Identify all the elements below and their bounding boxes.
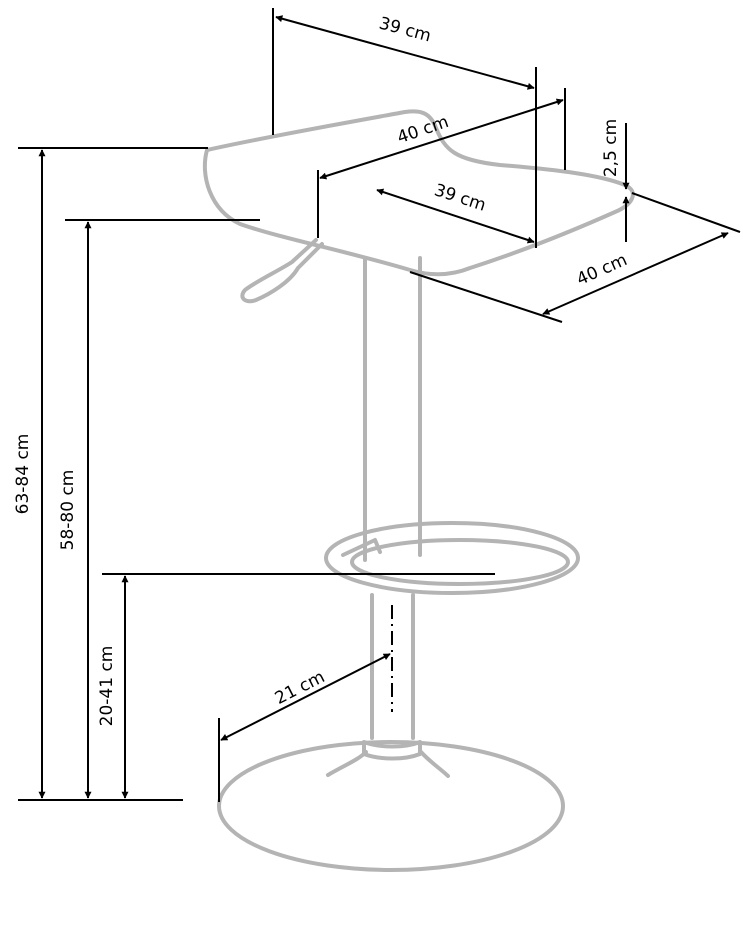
label-seat-top-height: 63-84 cm — [13, 434, 33, 515]
footrest-bracket — [341, 538, 382, 557]
dim-arrow-seat-width — [542, 232, 729, 315]
footrest-ring-outer — [324, 521, 580, 595]
dim-arrow-seat-back-depth — [275, 15, 535, 90]
column-collar — [362, 740, 422, 761]
label-seat-height: 58-80 cm — [58, 470, 78, 551]
dim-arrow-base-radius — [220, 653, 391, 741]
label-seat-width: 40 cm — [574, 250, 631, 290]
dim-arrow-seat-back-width — [319, 98, 564, 180]
stool-outline — [202, 109, 635, 872]
gas-lever — [240, 238, 324, 304]
label-footrest-height: 20-41 cm — [97, 646, 117, 727]
dim-arrow-seat-depth — [376, 188, 535, 244]
dimension-lines — [18, 8, 741, 802]
base-shade — [326, 750, 450, 778]
label-seat-back-depth: 39 cm — [377, 13, 433, 46]
label-base-radius: 21 cm — [272, 667, 328, 709]
footrest-ring-inner — [350, 538, 570, 586]
label-seat-thickness: 2,5 cm — [601, 119, 621, 177]
base — [217, 740, 565, 872]
column-upper — [363, 256, 422, 562]
